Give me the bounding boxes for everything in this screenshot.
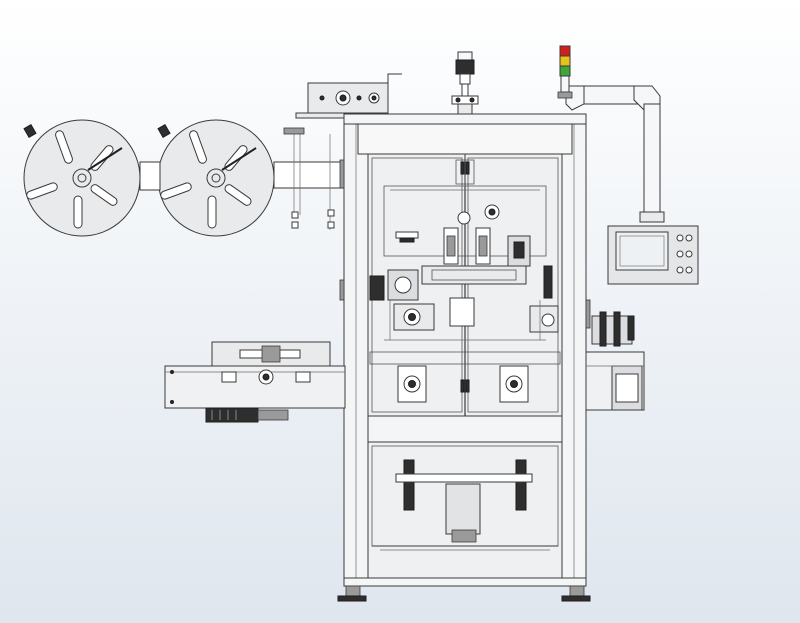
signal-tower-icon (557, 45, 573, 99)
hmi-support-arm (565, 85, 665, 223)
reel-support-arm (139, 127, 345, 230)
label-feed-bracket (295, 73, 402, 119)
top-sensor-mast (451, 51, 479, 186)
hmi-panel-icon (607, 225, 699, 285)
lower-cabinet (367, 415, 563, 579)
main-frame (337, 113, 591, 602)
outfeed-conveyor (585, 311, 645, 411)
label-reel-left (23, 119, 141, 237)
motor-icon (205, 407, 289, 423)
bottle-guide-assembly (369, 351, 561, 403)
label-reel-right (157, 119, 275, 237)
infeed-conveyor (164, 341, 346, 423)
sleeve-cutting-mechanism (369, 185, 559, 341)
